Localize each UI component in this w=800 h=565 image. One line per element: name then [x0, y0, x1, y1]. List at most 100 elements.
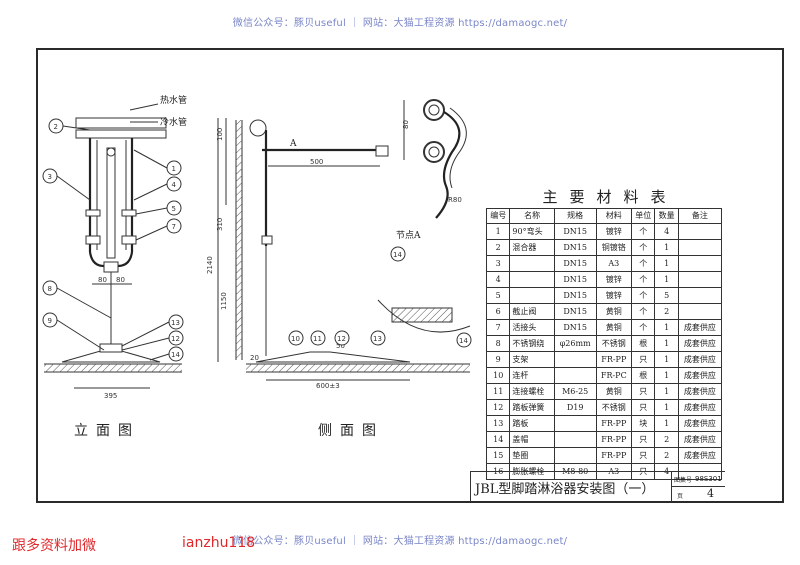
dim-20: 20	[250, 354, 259, 362]
cell-material: 铜镀铬	[595, 239, 633, 256]
cell-unit: 只	[631, 447, 656, 464]
drawing-title: JBL型脚踏淋浴器安装图（一）	[475, 482, 655, 497]
cell-qty: 1	[654, 335, 679, 352]
dim-100: 100	[216, 128, 224, 141]
cell-no: 15	[485, 447, 511, 464]
dim-1150: 1150	[220, 292, 228, 310]
cell-no: 13	[485, 415, 511, 432]
cell-note: 成套供应	[677, 351, 723, 368]
cell-material: A3	[595, 255, 633, 272]
cell-spec	[553, 447, 597, 464]
cell-spec	[553, 415, 597, 432]
cell-no: 3	[485, 255, 511, 272]
cell-note: 成套供应	[677, 335, 723, 352]
dim-80-right: 80	[116, 276, 125, 284]
cell-name: 盖帽	[509, 431, 555, 448]
cell-note: 成套供应	[677, 415, 723, 432]
cell-note: 成套供应	[677, 447, 723, 464]
cell-name: 活接头	[509, 319, 555, 336]
page-label: 页	[677, 493, 684, 500]
cell-spec: DN15	[553, 303, 597, 320]
callout-12: 12	[171, 335, 180, 343]
cell-qty: 2	[654, 303, 679, 320]
cell-qty: 1	[654, 319, 679, 336]
label-node-a: 节点A	[396, 230, 421, 241]
dim-node: 80	[402, 120, 410, 129]
cell-qty: 1	[654, 271, 679, 288]
cell-name	[509, 271, 555, 288]
cell-note: 成套供应	[677, 399, 723, 416]
cell-name: 连接螺栓	[509, 383, 555, 400]
promo-text-right: ianzhu118	[182, 535, 256, 551]
cell-note	[677, 223, 723, 240]
cell-qty: 1	[654, 255, 679, 272]
cell-material: FR-PP	[595, 431, 633, 448]
callout-side-14b: 14	[393, 251, 402, 259]
callout-4: 4	[172, 181, 177, 189]
cell-spec: φ26mm	[553, 335, 597, 352]
dim-80-left: 80	[98, 276, 107, 284]
dim-600: 600±3	[316, 382, 340, 390]
cell-spec: D19	[553, 399, 597, 416]
dim-50: 50	[336, 342, 345, 350]
dim-2140: 2140	[206, 256, 214, 274]
cell-unit: 个	[631, 223, 656, 240]
dim-395: 395	[104, 392, 117, 400]
cell-qty: 1	[654, 367, 679, 384]
side-callouts: 10 11 12 13 14 14	[288, 246, 472, 348]
cell-qty: 1	[654, 383, 679, 400]
callout-side-13: 13	[373, 335, 382, 343]
cell-no: 8	[485, 335, 511, 352]
cell-name: 垫圈	[509, 447, 555, 464]
cell-note: 成套供应	[677, 431, 723, 448]
cell-material: FR-PP	[595, 447, 633, 464]
cell-unit: 块	[631, 415, 656, 432]
dim-r80: R80	[448, 196, 462, 204]
col-material: 材料	[595, 208, 633, 224]
cell-spec: DN15	[553, 255, 597, 272]
callout-8: 8	[48, 285, 52, 293]
cell-qty: 1	[654, 351, 679, 368]
cell-unit: 根	[631, 335, 656, 352]
elevation-callouts: 2 1 3 4 5 7 8 9 13 12 14	[42, 118, 184, 362]
cell-spec: DN15	[553, 223, 597, 240]
cell-unit: 个	[631, 287, 656, 304]
callout-side-10: 10	[291, 335, 300, 343]
cell-qty: 1	[654, 415, 679, 432]
title-block: JBL型脚踏淋浴器安装图（一） 图集号 98S301 页 4	[470, 471, 725, 502]
callout-14: 14	[171, 351, 180, 359]
cell-name: 踏板弹簧	[509, 399, 555, 416]
callout-13: 13	[171, 319, 180, 327]
cell-unit: 只	[631, 431, 656, 448]
cell-name: 不锈钢绕	[509, 335, 555, 352]
cell-material: 镀锌	[595, 223, 633, 240]
atlas-value: 98S301	[695, 475, 722, 483]
cell-material: 镀锌	[595, 271, 633, 288]
page-value: 4	[707, 487, 714, 500]
cell-spec: DN15	[553, 239, 597, 256]
cell-unit: 只	[631, 383, 656, 400]
side-view: 100 310 2140 1150 500 A 600±3 20 50 10 1…	[206, 118, 472, 390]
caption-elevation: 立面图	[74, 423, 140, 439]
cell-note	[677, 303, 723, 320]
cell-qty: 2	[654, 447, 679, 464]
atlas-label: 图集号	[674, 477, 693, 484]
label-hot-pipe: 热水管	[160, 94, 187, 106]
cell-material: 不锈钢	[595, 399, 633, 416]
col-qty: 数量	[654, 208, 679, 224]
cell-no: 14	[485, 431, 511, 448]
col-unit: 单位	[631, 208, 656, 224]
cell-qty: 1	[654, 399, 679, 416]
cell-unit: 个	[631, 319, 656, 336]
callout-7: 7	[172, 223, 176, 231]
cell-unit: 个	[631, 303, 656, 320]
cell-no: 10	[485, 367, 511, 384]
